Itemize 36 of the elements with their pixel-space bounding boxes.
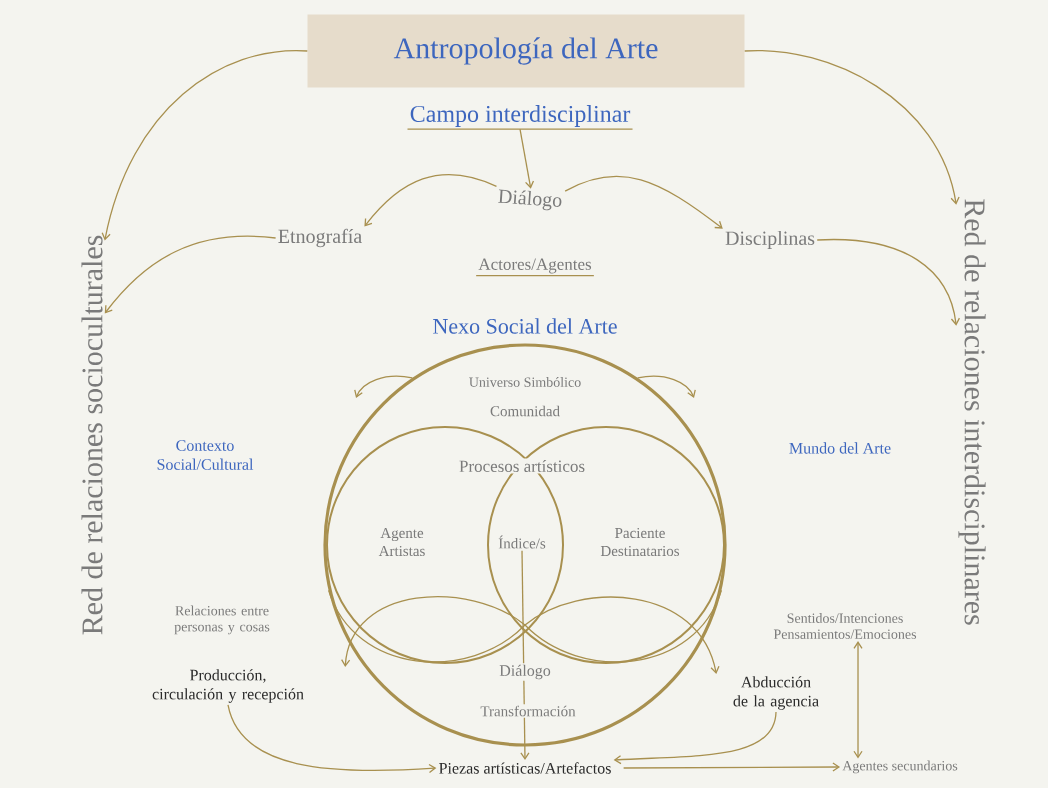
- heading-text: Contexto Social/Cultural: [157, 440, 254, 470]
- circle-label: Agente Artistas: [378, 528, 425, 556]
- concept-text: Agentes secundarios: [842, 760, 958, 774]
- arrow: [364, 174, 498, 227]
- side-text: Red de relaciones socioculturales: [81, 235, 103, 635]
- arrow: [744, 50, 960, 205]
- arrow: [519, 128, 535, 189]
- arrow: [101, 50, 308, 241]
- circle-label: Diálogo: [497, 663, 553, 681]
- concept-text: Piezas artísticas/Artefactos: [439, 762, 611, 774]
- concept-text: Índice/s: [498, 535, 546, 549]
- arrow: [227, 704, 437, 774]
- arrow: [564, 175, 723, 229]
- arrow: [354, 375, 413, 398]
- arrow: [853, 641, 863, 759]
- concept-text: Producción, circulación y recepción: [152, 669, 304, 703]
- arrow: [816, 238, 961, 326]
- side-text: Red de relaciones interdisciplinares: [958, 199, 986, 625]
- arrow: [613, 711, 777, 765]
- concept-text: Actores/Agentes: [478, 258, 592, 274]
- circle-label: Comunidad: [488, 404, 562, 418]
- concept-text: Disciplinas: [725, 230, 815, 250]
- concept-text: Diálogo: [498, 189, 562, 211]
- title-box: Antropología del Arte: [307, 14, 745, 88]
- concept-text: Abducción de la agencia: [733, 676, 819, 710]
- circle-label: Transformación: [478, 704, 578, 718]
- arrow: [622, 762, 841, 772]
- concept-text: Etnografía: [278, 228, 362, 248]
- arrow: [637, 375, 696, 398]
- circle-label: Paciente Destinatarios: [600, 527, 680, 557]
- arrow: [104, 235, 277, 314]
- note-text: Relaciones entre personas y cosas: [174, 605, 270, 635]
- heading-text: Campo interdisciplinar: [410, 105, 631, 127]
- outer-circle: [323, 343, 727, 747]
- heading-text: Mundo del Arte: [789, 442, 891, 454]
- note-text: Sentidos/Intenciones Pensamientos/Emociones: [773, 613, 917, 639]
